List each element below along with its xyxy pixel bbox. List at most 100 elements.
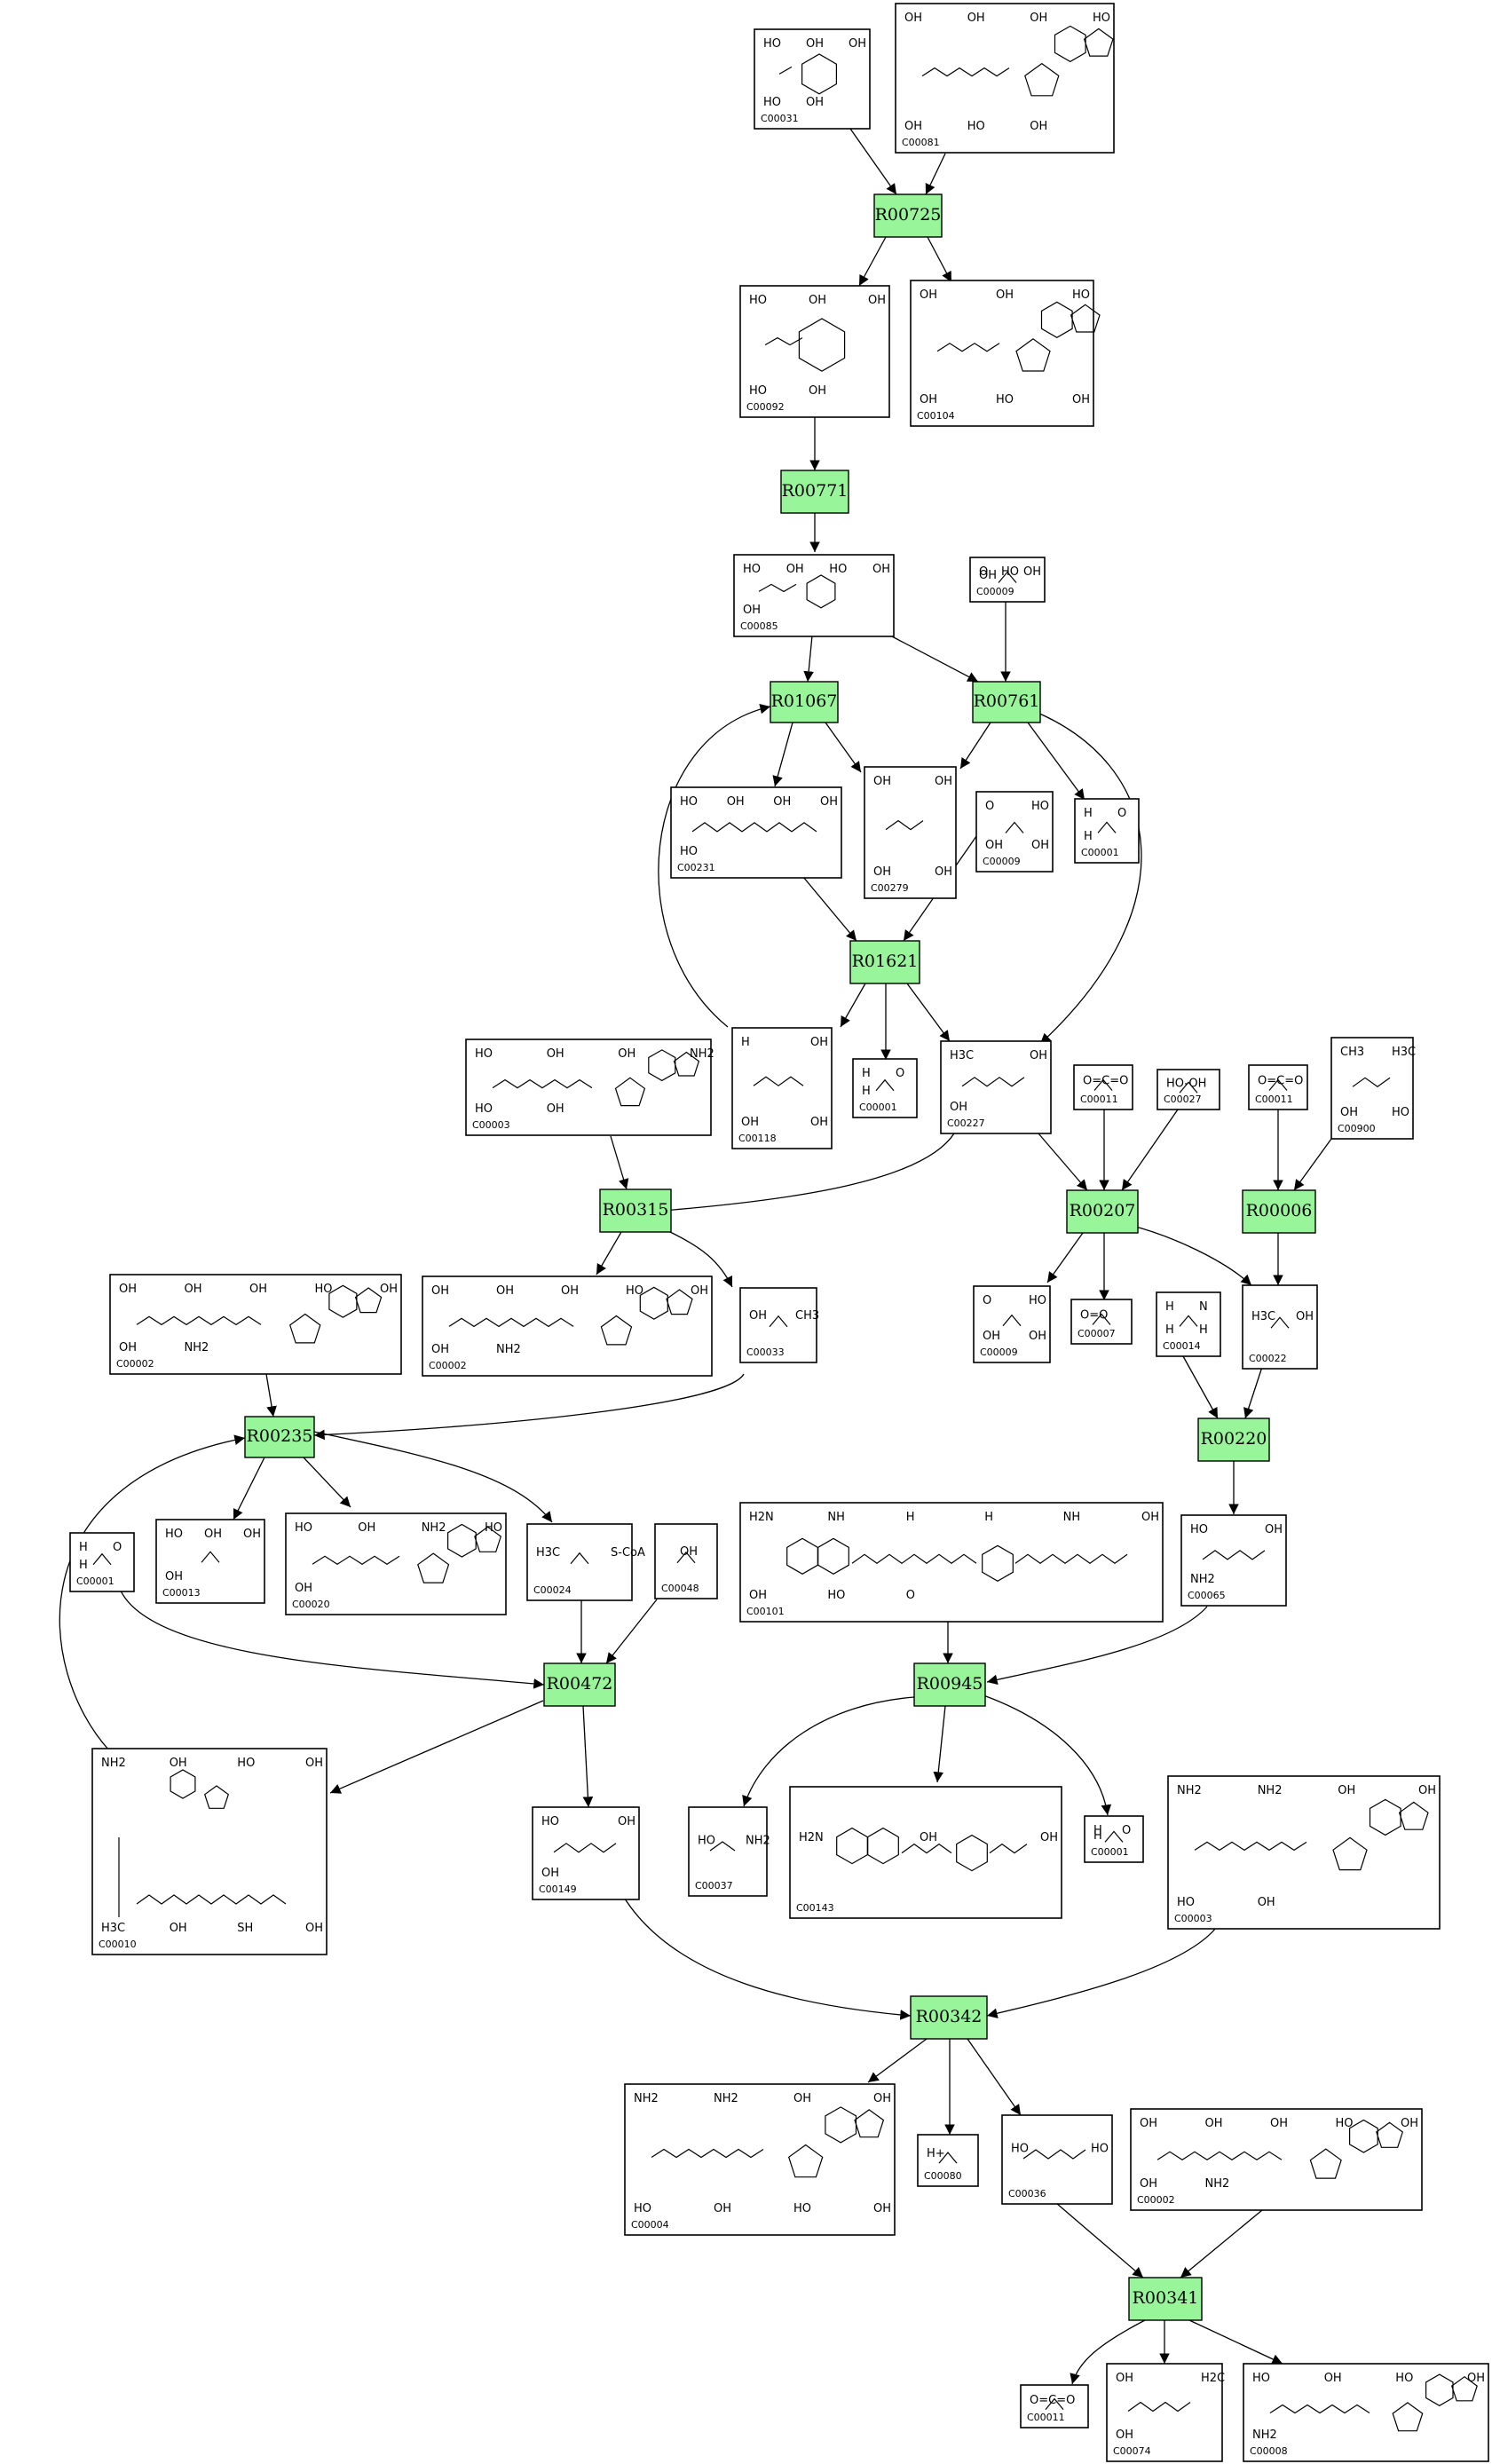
atom-label: OH [727,795,745,809]
atom-label: HO [485,1521,502,1535]
edge [1180,2209,1263,2278]
atom-label: OH [996,288,1014,302]
atom-label: OH [1031,839,1049,852]
structure-sketch [553,1843,617,1853]
reaction-node[interactable]: R00725 [873,193,943,238]
atom-label: H3C [1392,1046,1416,1059]
atom-label: OH [741,1116,759,1129]
structure-sketch [1156,2119,1404,2179]
reaction-node[interactable]: R00207 [1066,1189,1139,1234]
reaction-node[interactable]: R00235 [244,1416,315,1458]
compound-id: C00010 [99,1939,137,1950]
atom-label: H [1084,807,1093,820]
compound-id: C00001 [1081,847,1119,858]
reaction-node[interactable]: R00315 [599,1189,672,1233]
atom-label: OH [380,1283,398,1296]
edge [825,722,862,773]
atom-label: NH2 [1190,1573,1215,1586]
edge [889,635,979,683]
atom-label: HO [165,1528,183,1541]
structure-sketch [691,822,817,833]
atom-label: O=O [1080,1309,1108,1323]
svg-text:R00220: R00220 [1201,1429,1267,1449]
atom-label: NH2 [185,1341,209,1354]
atom-label: OH [809,294,826,307]
atom-label: OH [1340,1106,1358,1119]
reaction-node[interactable]: R00341 [1128,2277,1203,2321]
reaction-node[interactable]: R00342 [910,1995,988,2040]
atom-label: HO [1029,1294,1046,1307]
compound-id: C00031 [761,113,799,124]
structure-sketch [709,1841,736,1852]
reaction-node[interactable]: R00771 [780,470,849,514]
reaction-node[interactable]: R00761 [972,681,1041,723]
reaction-node[interactable]: R01067 [770,681,839,723]
reaction-node[interactable]: R00945 [913,1662,986,1707]
atom-label: O=C=O [1030,2394,1075,2407]
reaction-node[interactable]: R00472 [543,1662,616,1707]
structure-sketch [570,1552,589,1565]
svg-text:R00235: R00235 [247,1426,313,1446]
edge [265,1373,277,1418]
atom-label: OH [1030,12,1047,25]
edge [1128,1224,1252,1286]
compound-node[interactable]: H+C00080 [917,2134,979,2187]
atom-label: H [1165,1323,1174,1337]
structure-sketch [92,1552,112,1566]
reaction-node[interactable]: R00220 [1197,1418,1270,1462]
atom-label: H [1093,1824,1102,1837]
structure-sketch [1268,1078,1288,1091]
edge [772,722,793,787]
reaction-node[interactable]: R01621 [849,940,920,984]
atom-label: OH [204,1528,222,1541]
atom-label: OH [810,1116,828,1129]
atom-label: OH [561,1284,579,1298]
atom-label: OH [431,1284,449,1298]
reaction-node[interactable]: R00006 [1242,1189,1316,1234]
